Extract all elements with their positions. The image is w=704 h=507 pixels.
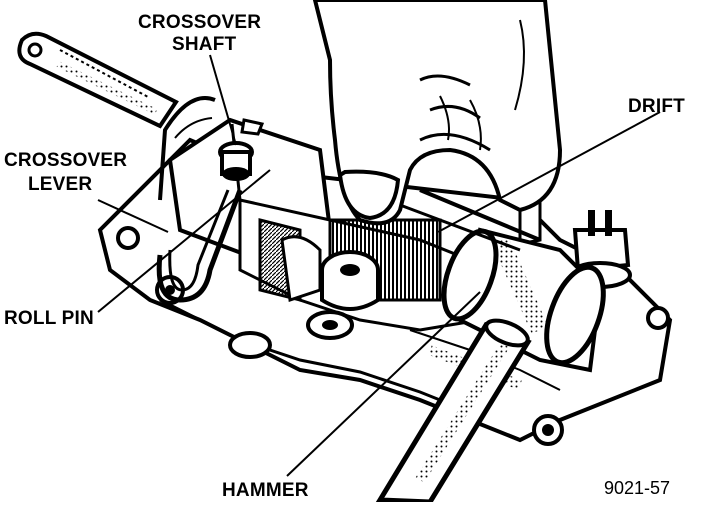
drift-tool — [441, 227, 606, 373]
leader-lines — [97, 54, 661, 477]
leader-crossover-shaft — [209, 54, 237, 146]
label-roll-pin: ROLL PIN — [4, 308, 94, 329]
tool-handle — [17, 31, 179, 129]
label-crossover-lever-line2: LEVER — [28, 174, 92, 195]
internal-mechanism — [228, 198, 482, 359]
label-crossover-shaft-line1: CROSSOVER — [138, 12, 261, 33]
leader-drift — [437, 111, 661, 233]
leader-crossover-lever — [97, 199, 169, 233]
label-crossover-lever-line1: CROSSOVER — [4, 150, 127, 171]
label-hammer: HAMMER — [222, 480, 309, 501]
hammer-tool — [375, 318, 532, 505]
label-crossover-shaft-line2: SHAFT — [172, 34, 237, 55]
technician-hand — [312, 0, 563, 252]
figure-number: 9021-57 — [604, 478, 670, 498]
leader-roll-pin — [97, 169, 271, 313]
leader-hammer — [286, 291, 481, 477]
crossover-lever — [156, 189, 243, 303]
label-drift: DRIFT — [628, 96, 685, 117]
